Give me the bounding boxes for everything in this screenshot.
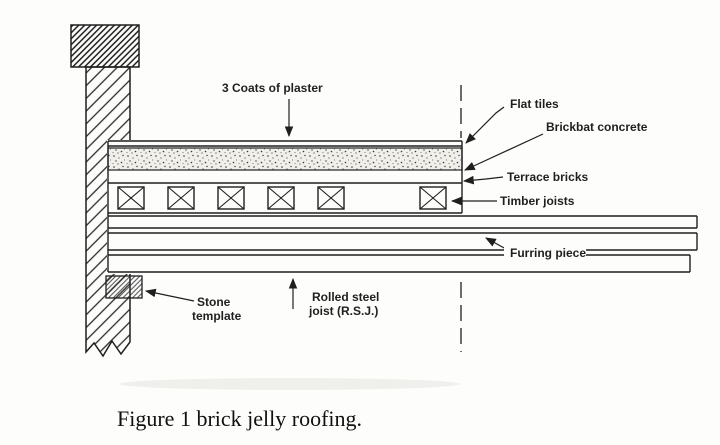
figure-caption: Figure 1 brick jelly roofing. bbox=[117, 406, 362, 431]
label-furring-piece: Furring piece bbox=[510, 246, 586, 260]
timber-joist bbox=[117, 186, 145, 210]
stone-template-leader bbox=[144, 288, 195, 302]
label-brickbat-concrete: Brickbat concrete bbox=[546, 120, 648, 134]
timber-joist-row bbox=[117, 186, 447, 210]
long-members bbox=[108, 215, 698, 273]
label-terrace-bricks: Terrace bricks bbox=[507, 170, 588, 184]
flat-tiles-leader bbox=[465, 106, 505, 144]
wall-coping-block bbox=[70, 24, 140, 68]
furring-piece-leader bbox=[485, 237, 507, 250]
label-stone-template-1: Stone bbox=[197, 295, 231, 309]
brickbat-concrete-layer bbox=[107, 147, 463, 171]
brickbat-concrete-leader bbox=[464, 133, 544, 171]
furring-label-halo bbox=[504, 245, 586, 260]
label-rsj-1: Rolled steel bbox=[312, 290, 379, 304]
timber-joist bbox=[267, 186, 295, 210]
timber-joist bbox=[419, 186, 447, 210]
stone-template-block bbox=[105, 275, 143, 299]
label-flat-tiles: Flat tiles bbox=[510, 97, 559, 111]
leader-lines bbox=[144, 99, 544, 309]
scan-smudge bbox=[120, 378, 460, 390]
timber-joist bbox=[217, 186, 245, 210]
label-stone-template-2: template bbox=[192, 309, 242, 323]
label-timber-joists: Timber joists bbox=[500, 194, 575, 208]
timber-joist bbox=[167, 186, 195, 210]
label-rsj-2: joist (R.S.J.) bbox=[308, 304, 378, 318]
terrace-bricks-leader bbox=[462, 175, 504, 185]
label-plaster: 3 Coats of plaster bbox=[222, 81, 323, 95]
timber-joist bbox=[317, 186, 345, 210]
